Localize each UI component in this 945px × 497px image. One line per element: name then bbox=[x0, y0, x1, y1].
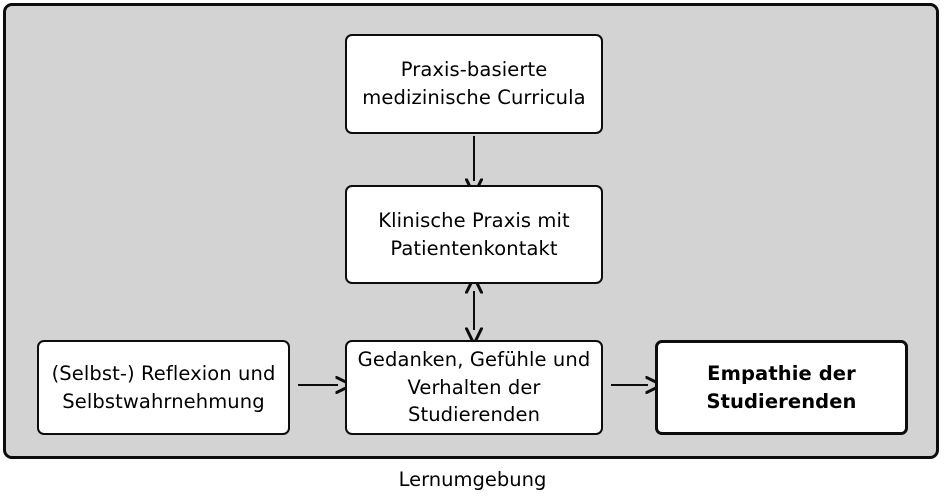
node-label: Gedanken, Gefühle und Verhalten der Stud… bbox=[357, 347, 591, 427]
node-label: (Selbst-) Reflexion und Selbstwahrnehmun… bbox=[51, 361, 276, 413]
node-praxis-basierte-medizinische-curricula[interactable]: Praxis-basierte medizinische Curricula bbox=[345, 34, 603, 134]
node-gedanken-gefuehle-und-verhalten-der-studierenden[interactable]: Gedanken, Gefühle und Verhalten der Stud… bbox=[345, 340, 603, 435]
node-label: Praxis-basierte medizinische Curricula bbox=[362, 58, 586, 109]
node-label: Klinische Praxis mit Patientenkontakt bbox=[378, 208, 570, 260]
diagram-caption: Lernumgebung bbox=[398, 468, 547, 491]
node-selbst-reflexion-und-selbstwahrnehmung[interactable]: (Selbst-) Reflexion und Selbstwahrnehmun… bbox=[37, 340, 290, 435]
node-empathie-der-studierenden[interactable]: Empathie der Studierenden bbox=[655, 340, 908, 435]
node-label: Empathie der Studierenden bbox=[706, 361, 857, 413]
node-klinische-praxis-mit-patientenkontakt[interactable]: Klinische Praxis mit Patientenkontakt bbox=[345, 185, 603, 284]
